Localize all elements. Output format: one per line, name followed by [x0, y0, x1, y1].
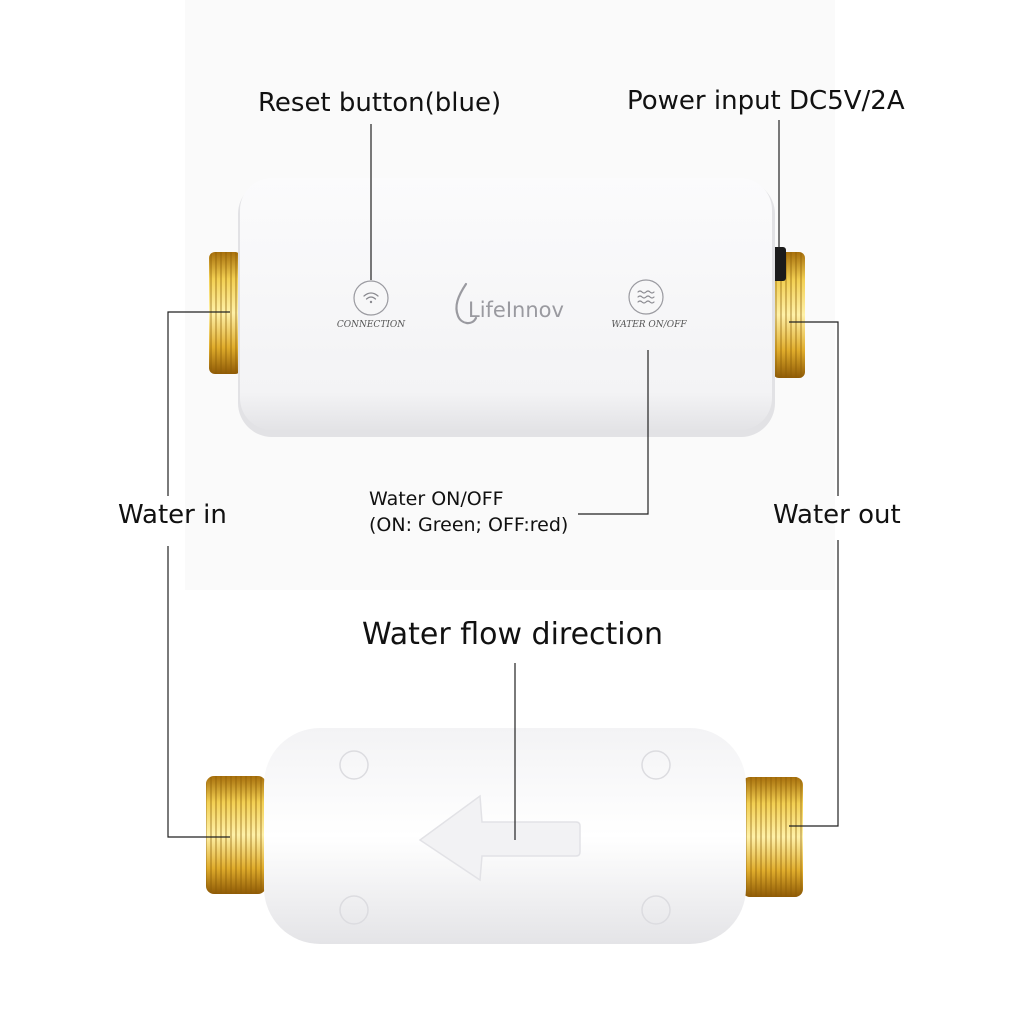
- water-out-label: Water out: [773, 500, 901, 530]
- top-device-body: [240, 178, 772, 430]
- water-onoff-label-line2: (ON: Green; OFF:red): [369, 514, 569, 536]
- top-right-brass-fitting: [773, 252, 805, 378]
- water-onoff-label-line1: Water ON/OFF: [369, 488, 504, 510]
- arrow-left-icon: [418, 794, 581, 882]
- wifi-icon: [363, 292, 379, 304]
- screw-cap: [641, 750, 671, 780]
- screw-cap: [339, 750, 369, 780]
- water-onoff-text: WATER ON/OFF: [611, 320, 687, 330]
- waves-icon: [637, 290, 655, 304]
- water-onoff-button[interactable]: [628, 279, 664, 315]
- screw-cap: [339, 895, 369, 925]
- power-input-label: Power input DC5V/2A: [627, 86, 905, 116]
- water-flow-direction-label: Water flow direction: [362, 617, 664, 652]
- water-onoff-label: Water ON/OFF (ON: Green; OFF:red): [369, 486, 568, 538]
- water-in-leader-top: [167, 311, 230, 496]
- leader-lines: [167, 120, 839, 840]
- power-jack: [772, 247, 786, 281]
- top-device: CONNECTION LifeInnov WATER ON/OFF: [209, 178, 805, 437]
- connection-button[interactable]: [353, 280, 389, 316]
- bottom-right-brass-fitting: [742, 777, 803, 897]
- brand-name: LifeInnov: [468, 298, 564, 322]
- onoff-leader: [578, 350, 649, 515]
- bottom-left-brass-fitting: [206, 776, 266, 894]
- water-in-leader-bottom: [167, 546, 230, 838]
- water-out-leader-bottom: [789, 540, 839, 827]
- connection-text: CONNECTION: [337, 320, 406, 330]
- reset-button-label: Reset button(blue): [258, 88, 502, 118]
- brand-logo: LifeInnov: [455, 282, 564, 325]
- water-out-leader-top: [789, 321, 839, 496]
- screw-cap: [641, 895, 671, 925]
- water-in-label: Water in: [118, 500, 227, 530]
- water-drop-icon: [455, 282, 478, 325]
- bottom-device: [206, 728, 803, 944]
- top-left-brass-fitting: [209, 252, 241, 374]
